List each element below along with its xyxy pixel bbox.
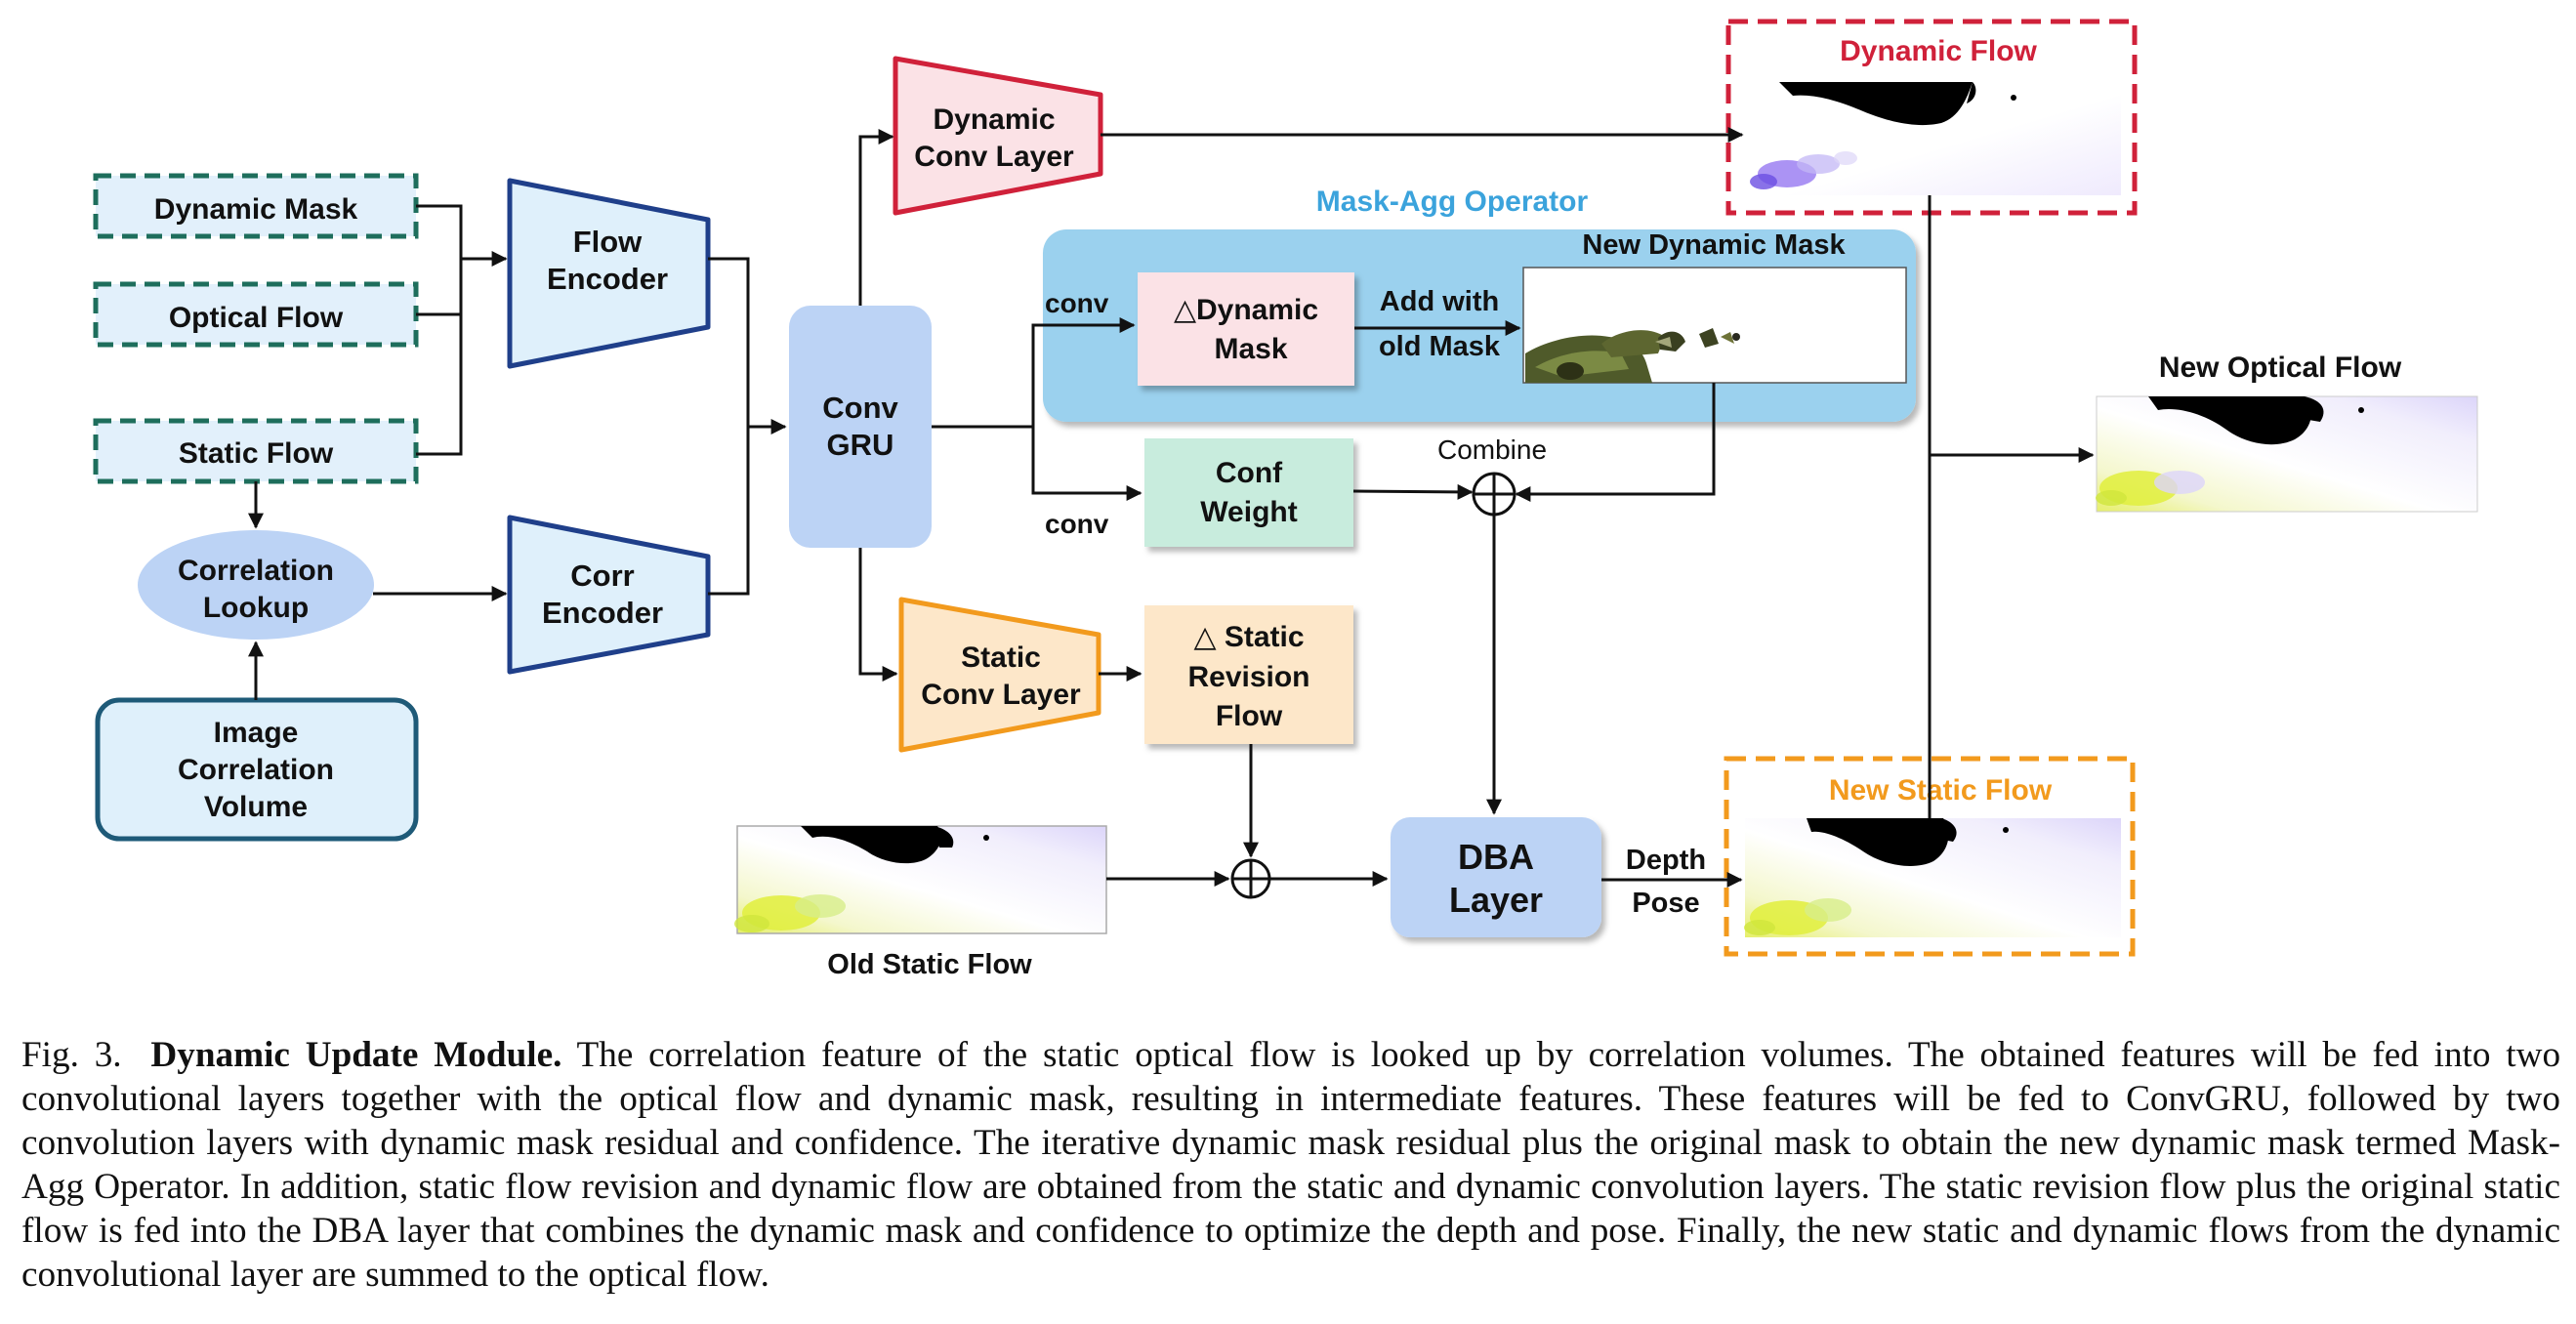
delta-static-revision-flow-block: △ Static Revision Flow bbox=[1144, 605, 1353, 744]
flow-encoder-block: Flow Encoder bbox=[507, 178, 711, 369]
svg-text:Image: Image bbox=[214, 717, 299, 749]
dba-layer-block: DBA Layer bbox=[1391, 817, 1601, 937]
pose-label: Pose bbox=[1632, 888, 1699, 919]
figure-title: Dynamic Update Module. bbox=[150, 1035, 562, 1075]
svg-text:Dynamic: Dynamic bbox=[933, 103, 1055, 136]
svg-text:△Dynamic: △Dynamic bbox=[1174, 294, 1318, 326]
conv-label-top: conv bbox=[1045, 288, 1109, 318]
svg-text:Layer: Layer bbox=[1449, 880, 1543, 920]
svg-text:Volume: Volume bbox=[204, 791, 308, 823]
svg-text:Conv Layer: Conv Layer bbox=[921, 679, 1081, 711]
conv-label-bottom: conv bbox=[1045, 509, 1109, 539]
connectors bbox=[248, 127, 2095, 888]
corr-encoder-block: Corr Encoder bbox=[507, 515, 711, 675]
new-static-flow-output bbox=[1724, 756, 2136, 957]
svg-text:Optical Flow: Optical Flow bbox=[169, 302, 344, 334]
combine-operator-icon bbox=[1472, 472, 1517, 517]
new-dynamic-mask-image bbox=[1522, 267, 1907, 384]
dynamic-flow-label: Dynamic Flow bbox=[1840, 35, 2037, 67]
svg-text:Correlation: Correlation bbox=[178, 555, 334, 587]
dynamic-conv-layer-block: Dynamic Conv Layer bbox=[893, 56, 1103, 216]
static-flow-input: Static Flow bbox=[93, 418, 419, 484]
svg-text:Encoder: Encoder bbox=[542, 596, 663, 630]
svg-text:GRU: GRU bbox=[827, 428, 894, 462]
new-static-flow-label: New Static Flow bbox=[1829, 774, 2053, 807]
svg-text:Static: Static bbox=[961, 641, 1041, 674]
figure-caption: Fig. 3. Dynamic Update Module. The corre… bbox=[21, 1033, 2560, 1297]
svg-text:Lookup: Lookup bbox=[203, 592, 309, 624]
old-static-flow-label: Old Static Flow bbox=[827, 949, 1032, 980]
figure-label: Fig. 3. bbox=[21, 1035, 122, 1075]
svg-text:Mask: Mask bbox=[1214, 333, 1287, 365]
svg-text:△ Static: △ Static bbox=[1193, 621, 1304, 653]
old-static-flow-image bbox=[734, 825, 1107, 934]
svg-text:Flow: Flow bbox=[573, 225, 643, 259]
depth-label: Depth bbox=[1626, 845, 1706, 876]
svg-text:Correlation: Correlation bbox=[178, 754, 334, 786]
mask-agg-title: Mask-Agg Operator bbox=[1316, 186, 1589, 218]
add-with-label: Add with bbox=[1380, 286, 1499, 317]
svg-text:Static Flow: Static Flow bbox=[179, 437, 334, 470]
svg-text:Conf: Conf bbox=[1216, 457, 1283, 489]
old-mask-label: old Mask bbox=[1379, 331, 1501, 362]
svg-text:Encoder: Encoder bbox=[547, 262, 668, 296]
svg-text:Conv: Conv bbox=[822, 391, 898, 425]
image-correlation-volume-box: Image Correlation Volume bbox=[95, 697, 419, 842]
conf-weight-block: Conf Weight bbox=[1144, 438, 1353, 547]
svg-text:Flow: Flow bbox=[1216, 700, 1283, 732]
svg-text:Corr: Corr bbox=[570, 559, 634, 593]
static-conv-layer-block: Static Conv Layer bbox=[898, 597, 1101, 753]
svg-text:Revision: Revision bbox=[1187, 661, 1309, 693]
new-optical-flow-image bbox=[2096, 395, 2478, 513]
conv-gru-block: Conv GRU bbox=[789, 306, 932, 548]
dynamic-update-module-diagram: Dynamic Mask Optical Flow Static Flow Co… bbox=[93, 19, 2478, 980]
optical-flow-input: Optical Flow bbox=[93, 281, 419, 348]
new-dynamic-mask-label: New Dynamic Mask bbox=[1582, 229, 1846, 261]
delta-dynamic-mask-block: △Dynamic Mask bbox=[1138, 272, 1354, 386]
svg-text:DBA: DBA bbox=[1458, 837, 1534, 877]
plus-operator-icon bbox=[1230, 858, 1271, 899]
svg-text:Dynamic Mask: Dynamic Mask bbox=[154, 193, 358, 226]
dynamic-flow-output bbox=[1725, 19, 2138, 216]
svg-text:Weight: Weight bbox=[1200, 496, 1297, 528]
correlation-lookup-node: Correlation Lookup bbox=[138, 530, 374, 640]
new-optical-flow-label: New Optical Flow bbox=[2159, 352, 2402, 384]
dynamic-mask-input: Dynamic Mask bbox=[93, 173, 419, 239]
svg-text:Conv Layer: Conv Layer bbox=[914, 141, 1074, 173]
figure-caption-body: The correlation feature of the static op… bbox=[21, 1035, 2561, 1295]
combine-label: Combine bbox=[1437, 434, 1547, 465]
